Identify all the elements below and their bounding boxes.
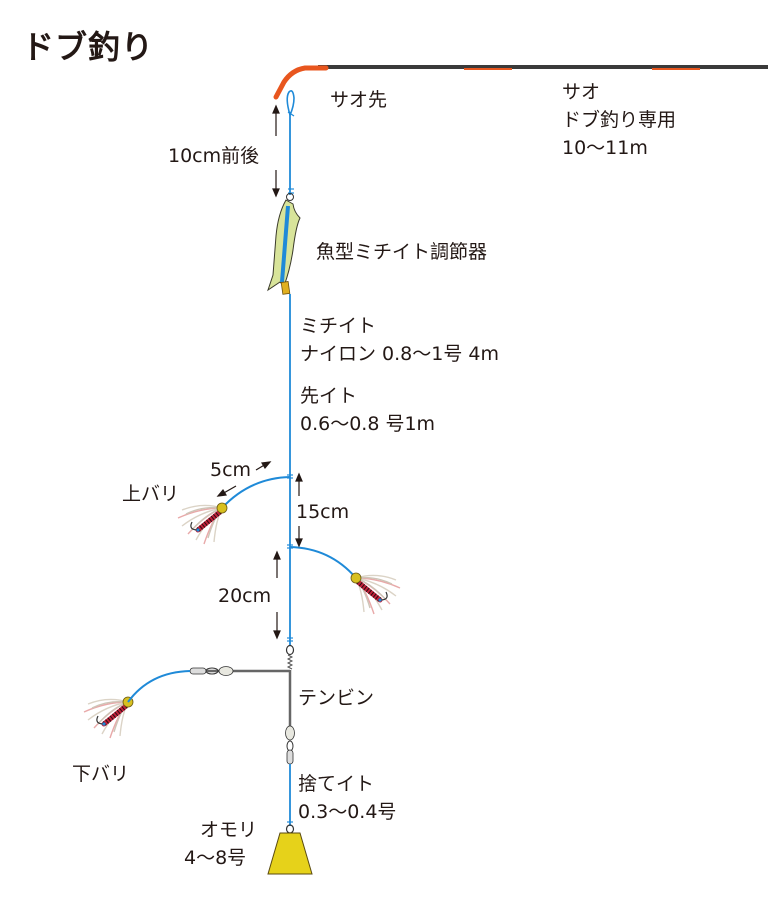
label-sinker-2: 4〜8号	[184, 847, 247, 869]
label-tip-distance: 10cm前後	[168, 145, 260, 167]
label-main-line-2: ナイロン 0.8〜1号 4m	[300, 343, 499, 365]
upper-hook-lure	[178, 503, 227, 544]
label-rod-line-3: 10〜11m	[562, 137, 648, 159]
label-upper-hook: 上バリ	[122, 483, 180, 505]
label-sinker-1: オモリ	[200, 819, 258, 841]
line-loop	[286, 90, 295, 195]
label-rod-line-1: サオ	[562, 81, 601, 103]
label-lower-spacing: 20cm	[218, 585, 272, 607]
lower-branch-line	[127, 670, 191, 703]
label-sute-ito-1: 捨てイト	[298, 773, 375, 795]
page-title: ドブ釣り	[22, 28, 155, 66]
label-hook-spacing: 15cm	[296, 501, 350, 523]
tenbin	[189, 644, 295, 765]
label-rod-line-2: ドブ釣り専用	[562, 109, 677, 131]
middle-branch-line	[289, 546, 357, 579]
sinker	[267, 824, 313, 875]
dimension-arrow-10cm	[272, 104, 280, 198]
middle-hook-lure	[351, 573, 400, 614]
label-adjuster: 魚型ミチイト調節器	[316, 241, 488, 263]
lower-hook-lure	[84, 697, 133, 738]
label-rod-tip: サオ先	[330, 89, 388, 111]
upper-branch-line	[221, 476, 291, 509]
fish-adjuster	[267, 193, 301, 295]
rod	[273, 65, 768, 100]
label-sute-ito-2: 0.3〜0.4号	[298, 801, 397, 823]
label-lower-hook: 下バリ	[72, 763, 130, 785]
label-branch-length: 5cm	[210, 459, 252, 481]
label-leader-2: 0.6〜0.8 号1m	[300, 413, 436, 435]
label-main-line-1: ミチイト	[300, 315, 377, 337]
label-leader-1: 先イト	[300, 385, 358, 407]
label-tenbin: テンビン	[298, 687, 375, 709]
